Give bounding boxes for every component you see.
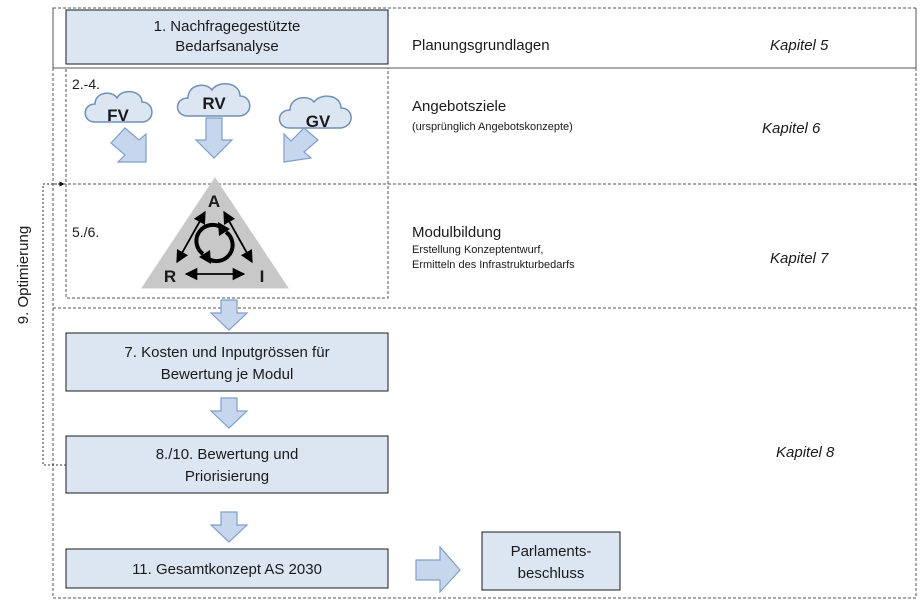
section-angebot-chapter: Kapitel 6 — [762, 120, 821, 137]
step-8-10-line1: 8./10. Bewertung und — [156, 446, 299, 463]
arrow-fv-icon — [110, 127, 147, 163]
cloud-rv-label: RV — [202, 94, 226, 113]
section-modul-chapter: Kapitel 7 — [770, 250, 829, 267]
section-planung-chapter: Kapitel 5 — [770, 37, 829, 54]
optimierung-loop-line — [42, 181, 66, 466]
step-7-box — [65, 332, 389, 392]
cloud-fv-label: FV — [107, 106, 129, 125]
triangle-left-label: R — [164, 267, 176, 286]
arrow-to-step-11-icon — [209, 511, 249, 543]
section-modul-sub2: Ermitteln des Infrastrukturbedarfs — [412, 259, 575, 271]
arrow-rv-icon — [194, 117, 234, 159]
arrow-to-step-7-icon — [209, 299, 249, 331]
section-planung-title: Planungsgrundlagen — [412, 37, 550, 54]
step-11-box — [65, 548, 389, 589]
triangle-top-label: A — [208, 192, 220, 211]
cloud-gv-icon — [278, 95, 352, 129]
step-1-line2: Bedarfsanalyse — [175, 38, 278, 55]
parliament-box — [481, 531, 621, 591]
cloud-fv-icon — [84, 90, 153, 123]
parliament-line1: Parlaments- — [511, 543, 592, 560]
parliament-line2: beschluss — [518, 565, 585, 582]
section-modul-sub1: Erstellung Konzeptentwurf, — [412, 244, 543, 256]
arrow-to-step-8-icon — [209, 397, 249, 429]
section-bewertung-chapter: Kapitel 8 — [776, 444, 835, 461]
triangle-arrow-ai — [223, 210, 253, 264]
cloud-gv-label: GV — [306, 112, 331, 131]
section-angebot-title: Angebotsziele — [412, 98, 506, 115]
inner-frame-2-6 — [65, 67, 389, 299]
triangle-right-label: I — [260, 267, 265, 286]
step-1-line1: 1. Nachfragegestützte — [154, 18, 301, 35]
cloud-rv-icon — [176, 83, 251, 117]
step-label-2-4: 2.-4. — [72, 76, 100, 92]
step-7-line1: 7. Kosten und Inputgrössen für — [124, 344, 329, 361]
step-11-label: 11. Gesamtkonzept AS 2030 — [132, 561, 322, 578]
section-angebot-sub: (ursprünglich Angebotskonzepte) — [412, 121, 573, 133]
arrow-to-parliament-icon — [415, 545, 461, 594]
optimierung-label: 9. Optimierung — [15, 226, 32, 324]
step-7-line2: Bewertung je Modul — [161, 366, 294, 383]
step-8-10-line2: Priorisierung — [185, 468, 269, 485]
step-1-box — [65, 9, 389, 65]
step-label-5-6: 5./6. — [72, 224, 99, 240]
cycle-icon — [194, 222, 235, 264]
arrow-gv-icon — [283, 127, 319, 163]
triangle-arrow-ar — [176, 210, 206, 264]
section-modul-title: Modulbildung — [412, 224, 501, 241]
